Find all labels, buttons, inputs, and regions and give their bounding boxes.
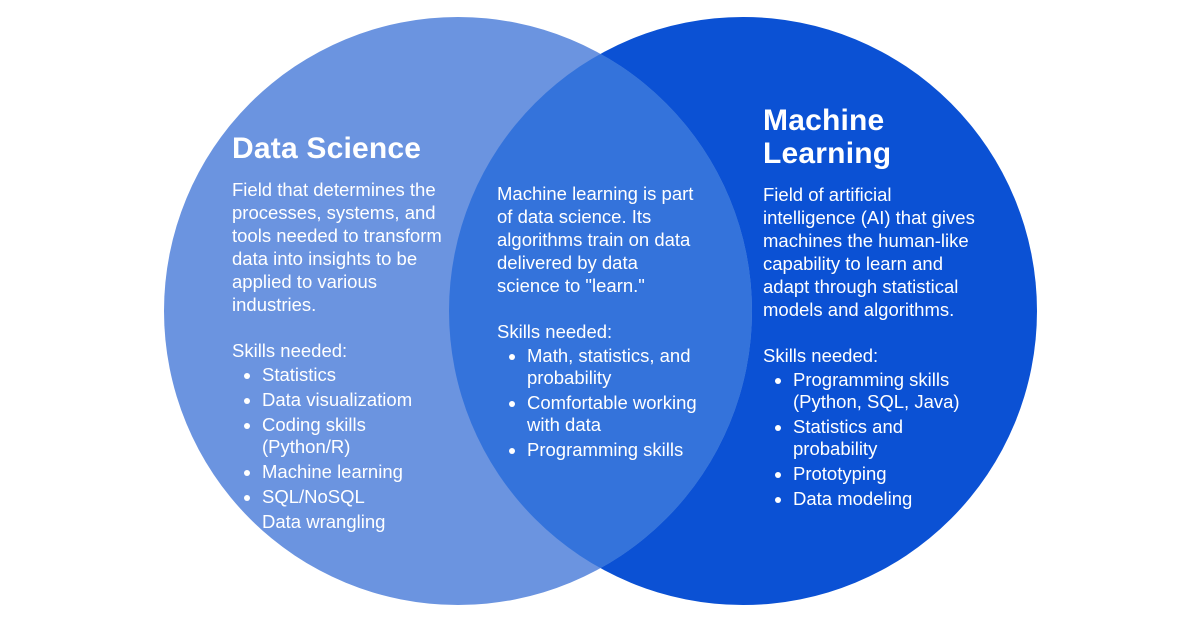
left-skills-label: Skills needed: <box>232 339 348 361</box>
skill-item: Math, statistics, and probability <box>527 345 702 389</box>
skill-item: Prototyping <box>793 463 983 485</box>
right-skills-list: Programming skills (Python, SQL, Java)St… <box>763 369 983 510</box>
skill-item: Programming skills (Python, SQL, Java) <box>793 369 983 413</box>
left-circle-content: Data Science Field that determines the p… <box>232 132 450 536</box>
skill-item: SQL/NoSQL <box>262 486 450 508</box>
skill-item: Data wrangling <box>262 511 450 533</box>
right-circle-title: Machine Learning <box>763 104 892 170</box>
overlap-skills-list: Math, statistics, and probabilityComfort… <box>497 345 702 461</box>
overlap-lens <box>449 17 752 605</box>
left-circle-title: Data Science <box>232 132 422 165</box>
left-skills-list: StatisticsData visualizatiomCoding skill… <box>232 364 450 533</box>
skill-item: Statistics and probability <box>793 416 983 460</box>
overlap-description: Machine learning is part of data science… <box>497 183 694 296</box>
skill-item: Comfortable working with data <box>527 392 702 436</box>
skill-item: Programming skills <box>527 439 702 461</box>
skill-item: Data visualizatiom <box>262 389 450 411</box>
overlap-content: Machine learning is part of data science… <box>497 183 702 464</box>
skill-item: Machine learning <box>262 461 450 483</box>
overlap-skills-label: Skills needed: <box>497 320 613 342</box>
skill-item: Data modeling <box>793 488 983 510</box>
right-circle-description: Field of artificial intelligence (AI) th… <box>763 184 975 320</box>
left-circle-description: Field that determines the processes, sys… <box>232 179 442 315</box>
skill-item: Statistics <box>262 364 450 386</box>
right-skills-label: Skills needed: <box>763 344 879 366</box>
skill-item: Coding skills (Python/R) <box>262 414 450 458</box>
right-circle-content: Machine Learning Field of artificial int… <box>763 104 983 513</box>
